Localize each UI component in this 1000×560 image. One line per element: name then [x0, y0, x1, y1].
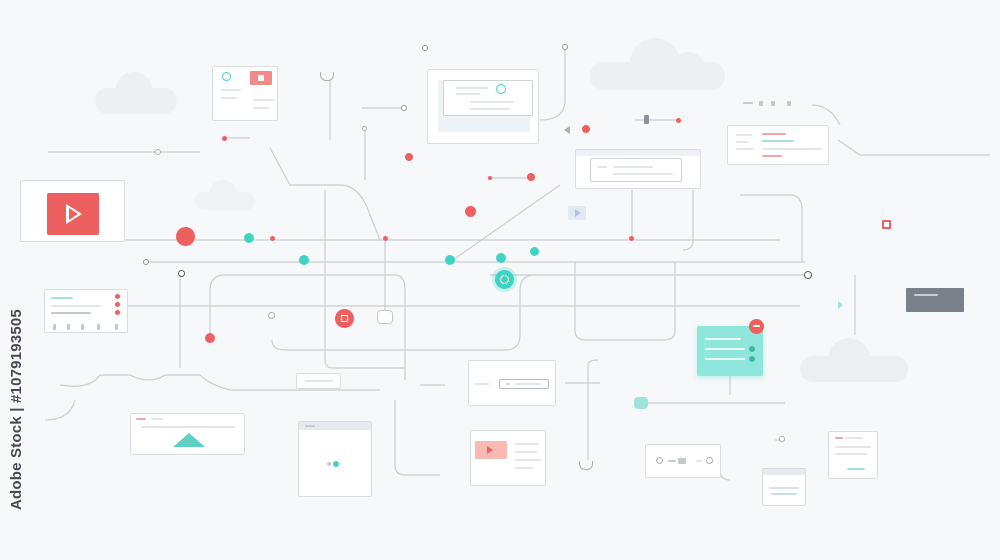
chart-card [130, 413, 245, 455]
node-hollow[interactable] [143, 259, 149, 265]
cursor-icon [564, 126, 570, 134]
node-button-red[interactable] [335, 309, 354, 328]
node-dot-red [222, 136, 227, 141]
stock-id-label: Adobe Stock | #1079193505 [8, 309, 25, 510]
node-dot-teal[interactable] [445, 255, 455, 265]
browser-window-card [427, 69, 539, 144]
form-window-card [575, 149, 701, 189]
node-hollow[interactable] [804, 271, 812, 279]
bottom-window-card [762, 468, 806, 506]
node-dot-red[interactable] [405, 153, 413, 161]
list-card [727, 125, 829, 165]
video-thumbnail [47, 193, 99, 235]
play-icon [575, 209, 581, 217]
node-dot-teal[interactable] [530, 247, 539, 256]
status-dot [496, 84, 506, 94]
loading-window-card [298, 421, 372, 497]
database-icon [377, 310, 393, 324]
node-hollow[interactable] [155, 149, 161, 155]
node-dot-red [629, 236, 634, 241]
node-dot-red[interactable] [582, 125, 590, 133]
image-thumb [250, 71, 272, 85]
node-dot-red [383, 236, 388, 241]
node-hollow[interactable] [178, 270, 185, 277]
plug-icon [579, 461, 593, 470]
toolbar-strip [743, 100, 803, 106]
status-dot [222, 72, 231, 81]
node-dot-red[interactable] [465, 206, 476, 217]
cloud-icon [195, 180, 255, 210]
node-dot-red [488, 176, 492, 180]
node-hollow[interactable] [268, 312, 275, 319]
cursor-icon [838, 301, 843, 309]
cloud-icon [800, 338, 908, 382]
node-dot-teal[interactable] [496, 253, 506, 263]
cloud-icon [95, 70, 177, 114]
node-hollow[interactable] [562, 44, 568, 50]
triangle-chart-icon [173, 433, 205, 447]
settings-card [44, 289, 128, 333]
video-thumb-small [568, 206, 586, 220]
plug-icon [320, 72, 334, 81]
play-icon [487, 446, 493, 454]
node-dot-teal[interactable] [299, 255, 309, 265]
node-dot-red [676, 118, 681, 123]
teal-menu-card [697, 326, 763, 376]
node-dot-teal[interactable] [244, 233, 254, 243]
node-hollow[interactable] [422, 45, 428, 51]
node-dot-red[interactable] [176, 227, 195, 246]
node-dot-teal[interactable] [634, 397, 648, 409]
node-dot-red [270, 236, 275, 241]
document-card [212, 66, 278, 121]
text-document-card [828, 431, 878, 479]
node-hollow[interactable] [401, 105, 407, 111]
slider-icon[interactable] [644, 115, 649, 124]
video-document-card [470, 430, 546, 486]
node-dot-red[interactable] [205, 333, 215, 343]
alert-square [882, 220, 891, 229]
node-hub-teal[interactable] [495, 270, 514, 289]
cloud-icon [590, 38, 725, 90]
close-badge[interactable] [749, 319, 764, 334]
node-hollow[interactable] [779, 436, 785, 442]
text-label-box [296, 373, 341, 389]
media-control-card [468, 360, 556, 406]
toggle-row-card [645, 444, 721, 478]
node-dot-red[interactable] [527, 173, 535, 181]
video-card [20, 180, 125, 242]
dark-label-chip [906, 288, 964, 312]
node-hollow[interactable] [362, 126, 367, 131]
